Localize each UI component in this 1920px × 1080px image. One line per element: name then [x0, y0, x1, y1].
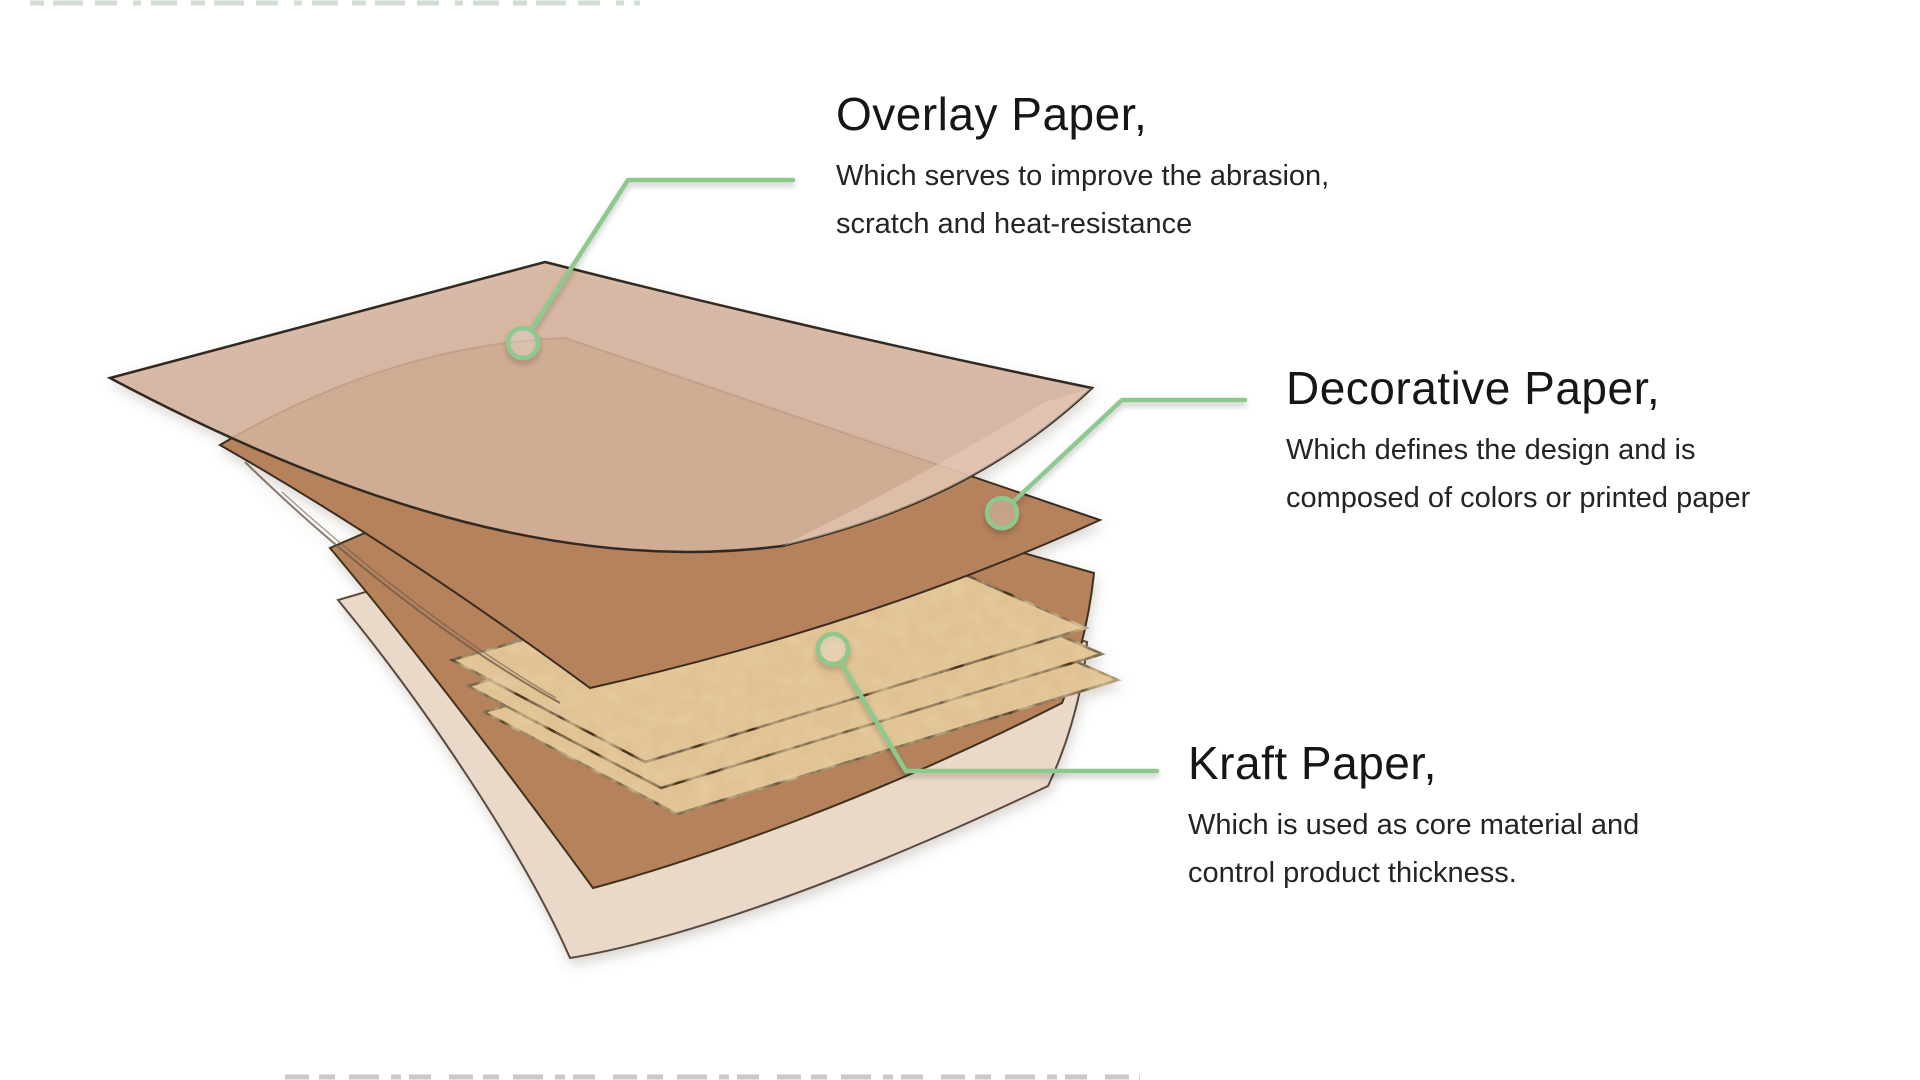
decorative-anchor-circle [984, 495, 1020, 531]
annotation-title: Kraft Paper, [1188, 737, 1437, 789]
kraft-anchor-circle [815, 631, 851, 667]
annotation-decorative-paper: Decorative Paper, Which defines the desi… [1286, 360, 1750, 522]
annotation-description-line: Which defines the design and is [1286, 434, 1696, 466]
overlay-callout [505, 177, 796, 361]
annotation-description-line: scratch and heat-resistance [836, 208, 1193, 240]
annotation-description-line: Which serves to improve the abrasion, [836, 160, 1330, 192]
annotation-title: Decorative Paper, [1286, 362, 1661, 414]
annotation-overlay-paper: Overlay Paper, Which serves to improve t… [836, 86, 1329, 248]
kraft-callout [815, 631, 1160, 774]
kraft-callout-line [839, 661, 1160, 774]
annotation-kraft-paper: Kraft Paper, Which is used as core mater… [1188, 735, 1639, 897]
annotation-description: Which is used as core material and contr… [1188, 801, 1639, 897]
overlay-callout-line [529, 177, 796, 332]
annotation-title: Overlay Paper, [836, 88, 1148, 140]
paper-stack [106, 260, 1122, 960]
kraft-sheets [448, 536, 1122, 816]
annotation-description-line: composed of colors or printed paper [1286, 482, 1751, 514]
sheet-edge-line-1 [244, 461, 561, 704]
decorative-callout-line [1011, 397, 1248, 504]
annotation-description: Which defines the design and is composed… [1286, 426, 1750, 522]
annotation-description-line: Which is used as core material and [1188, 809, 1640, 841]
sheet-edge-line-2 [281, 491, 557, 699]
annotation-description-line: control product thickness. [1188, 857, 1517, 889]
decorative-callout [984, 397, 1248, 531]
overlay-curl-highlight [782, 388, 1092, 546]
annotation-description: Which serves to improve the abrasion, sc… [836, 152, 1329, 248]
overlay-anchor-circle [505, 325, 541, 361]
